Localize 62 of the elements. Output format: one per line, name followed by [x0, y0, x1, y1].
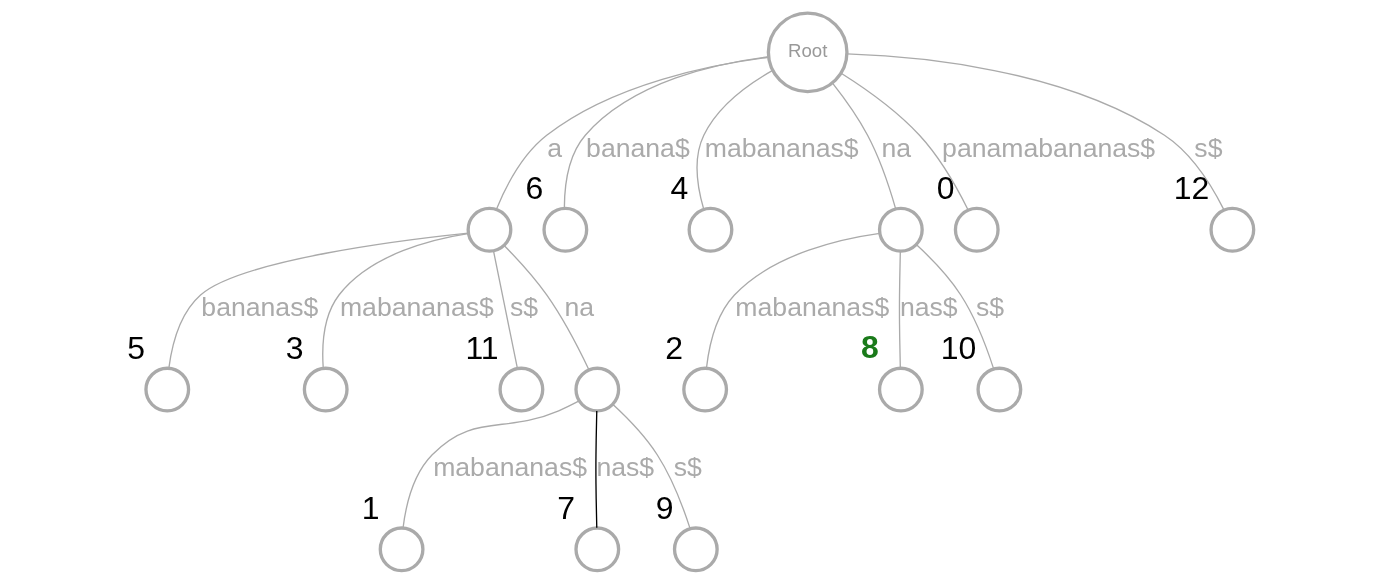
connector	[846, 53, 1225, 211]
node-circle	[498, 366, 545, 413]
node-label: 4	[670, 170, 689, 207]
connector	[595, 410, 598, 529]
node-label: 1	[361, 489, 380, 526]
node-label: 0	[936, 170, 955, 207]
node-label: 8	[860, 328, 879, 365]
node-label: 10	[940, 330, 977, 367]
node-circle	[302, 366, 349, 413]
connector	[495, 56, 770, 211]
connector	[612, 403, 691, 530]
node-circle	[466, 206, 513, 253]
edge-label: nas$	[596, 452, 655, 483]
node-label: 7	[557, 489, 576, 526]
edge-label: s$	[673, 452, 702, 483]
edge-label: a	[547, 132, 563, 163]
connector	[915, 243, 995, 370]
edge-label: mabananas$	[339, 292, 494, 323]
node-circle	[877, 206, 924, 253]
node-label: 12	[1173, 170, 1210, 207]
edge-label: banana$	[586, 132, 690, 163]
node-circle	[877, 366, 924, 413]
node-circle	[542, 206, 589, 253]
node-circle: Root	[766, 11, 849, 94]
node-circle	[574, 366, 621, 413]
edge-label: mabananas$	[433, 452, 588, 483]
edge-label: nas$	[899, 292, 958, 323]
edge-label: s$	[976, 292, 1005, 323]
node-circle	[144, 366, 191, 413]
connector	[898, 250, 901, 369]
connector	[492, 250, 519, 370]
edge-label: na	[881, 132, 911, 163]
node-circle	[682, 366, 729, 413]
node-label: 9	[655, 489, 674, 526]
node-label: 3	[285, 330, 304, 367]
edge-label: bananas$	[201, 292, 319, 323]
node-circle	[687, 206, 734, 253]
node-circle	[672, 526, 719, 573]
connector	[168, 232, 469, 369]
edge-label: s$	[510, 292, 539, 323]
node-circle	[1209, 206, 1256, 253]
connector	[705, 232, 881, 369]
node-circle	[953, 206, 1000, 253]
connector	[696, 69, 774, 211]
connector	[322, 232, 469, 369]
edge-label: mabananas$	[704, 132, 859, 163]
connector	[563, 56, 770, 209]
node-label: 2	[665, 330, 683, 367]
connector	[503, 244, 590, 371]
edge-label: panamabananas$	[942, 132, 1156, 163]
node-label: 6	[525, 170, 544, 207]
connector	[831, 82, 897, 210]
edge-label: s$	[1194, 132, 1223, 163]
connector	[840, 72, 969, 211]
connector	[402, 400, 580, 529]
edge-label: na	[564, 292, 595, 323]
node-circle	[976, 366, 1023, 413]
node-label: 11	[465, 330, 499, 367]
node-circle	[574, 526, 621, 573]
node-circle	[378, 526, 425, 573]
node-label: 5	[127, 330, 146, 367]
edge-label: mabananas$	[735, 292, 890, 323]
